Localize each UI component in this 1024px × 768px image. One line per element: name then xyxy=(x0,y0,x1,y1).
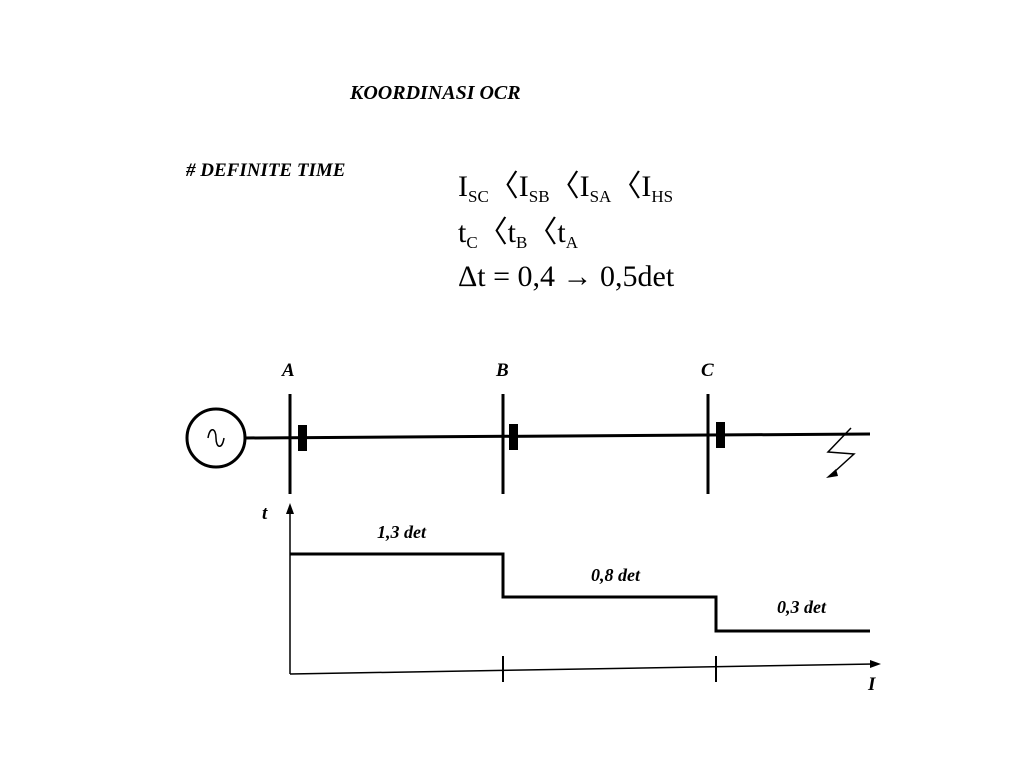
x-axis-label: I xyxy=(868,674,876,695)
circuit-breaker-icon xyxy=(716,422,725,448)
equation-time-margin: Δt = 0,4 → 0,5det xyxy=(458,260,675,293)
time-setting-a: 1,3 det xyxy=(377,522,426,542)
bus-label-a: A xyxy=(282,360,295,381)
feeder-line xyxy=(244,432,871,440)
x-axis-arrow xyxy=(870,660,881,668)
fault-lightning-icon xyxy=(826,427,856,478)
time-setting-b: 0,8 det xyxy=(591,565,640,585)
circuit-breaker-icon xyxy=(509,424,518,450)
page-title: KOORDINASI OCR xyxy=(350,82,521,104)
time-setting-c: 0,3 det xyxy=(777,597,826,617)
y-axis-label: t xyxy=(262,503,268,524)
y-axis-arrow xyxy=(286,503,294,514)
equation-current-order: ISC〈ISB〈ISA〈IHS xyxy=(458,170,674,206)
time-current-step-curve xyxy=(290,552,870,633)
section-subtitle: # DEFINITE TIME xyxy=(186,160,346,181)
bus-label-c: C xyxy=(701,360,714,381)
ac-source-icon xyxy=(185,407,247,469)
circuit-breaker-icon xyxy=(298,425,307,451)
equation-time-order: tC〈tB〈tA xyxy=(458,216,578,252)
bus-label-b: B xyxy=(496,360,509,381)
x-axis xyxy=(289,663,875,675)
